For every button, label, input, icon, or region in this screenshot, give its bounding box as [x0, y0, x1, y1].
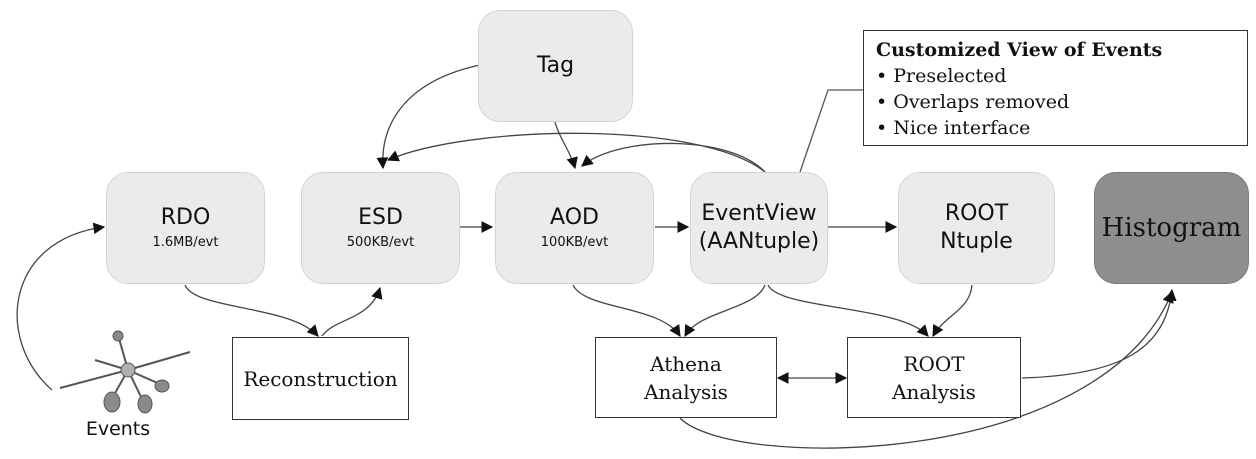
node-esd-label: ESD	[358, 205, 403, 230]
node-aod: AOD 100KB/evt	[495, 172, 654, 284]
node-eventview-sub: (AANtuple)	[698, 229, 820, 254]
node-rdo-label: RDO	[160, 205, 211, 230]
arrow-ntuple-to-rootanalysis	[932, 284, 973, 338]
callout-leader	[799, 89, 863, 173]
arrow-rdo-to-reconstruction	[184, 284, 319, 337]
callout-customized-view: Customized View of Events • Preselected …	[863, 30, 1248, 146]
callout-item: • Preselected	[876, 65, 1007, 87]
arrow-eventview-to-rootanalysis	[767, 284, 929, 337]
arrow-rootanalysis-to-histogram	[1021, 288, 1177, 379]
box-athena-line2: Analysis	[644, 379, 728, 404]
node-root-ntuple: ROOT Ntuple	[898, 172, 1055, 284]
box-athena-analysis: Athena Analysis	[595, 337, 777, 418]
node-esd-size: 500KB/evt	[346, 235, 415, 250]
node-eventview-label: EventView	[701, 201, 817, 226]
node-aod-size: 100KB/evt	[540, 235, 609, 250]
node-eventview: EventView (AANtuple)	[690, 172, 828, 284]
arrow-eventview-to-athena	[684, 284, 766, 338]
box-root-analysis-line1: ROOT	[903, 351, 965, 376]
node-tag-label: Tag	[536, 53, 575, 78]
callout-title: Customized View of Events	[876, 39, 1163, 61]
callout-item: • Overlaps removed	[876, 91, 1070, 113]
node-rdo: RDO 1.6MB/evt	[106, 172, 265, 284]
box-athena-line1: Athena	[650, 351, 722, 376]
arrow-tag-to-esd	[376, 64, 481, 170]
particle-burst-icon	[59, 330, 191, 414]
box-reconstruction: Reconstruction	[232, 337, 409, 420]
arrow-reconstruction-to-esd	[321, 286, 383, 337]
box-root-analysis-line2: Analysis	[892, 379, 976, 404]
node-aod-label: AOD	[550, 205, 599, 230]
box-root-analysis: ROOT Analysis	[847, 337, 1021, 418]
node-histogram-label: Histogram	[1101, 213, 1242, 243]
node-ntuple-label: ROOT	[944, 201, 1009, 226]
callout-item: • Nice interface	[876, 117, 1031, 139]
arrow-eventview-to-aod	[581, 142, 766, 173]
box-reconstruction-label: Reconstruction	[243, 366, 398, 391]
node-ntuple-sub: Ntuple	[940, 229, 1013, 254]
arrow-tag-to-aod	[554, 121, 578, 170]
events-label: Events	[85, 418, 151, 440]
arrow-events-to-rdo	[16, 222, 106, 391]
node-rdo-size: 1.6MB/evt	[152, 235, 219, 250]
arrow-aod-to-athena	[572, 284, 681, 337]
node-histogram: Histogram	[1094, 172, 1249, 284]
arrow-athena-to-histogram	[679, 290, 1174, 449]
node-esd: ESD 500KB/evt	[301, 172, 460, 284]
node-tag: Tag	[478, 10, 633, 122]
arrow-eventview-to-esd	[386, 132, 766, 173]
